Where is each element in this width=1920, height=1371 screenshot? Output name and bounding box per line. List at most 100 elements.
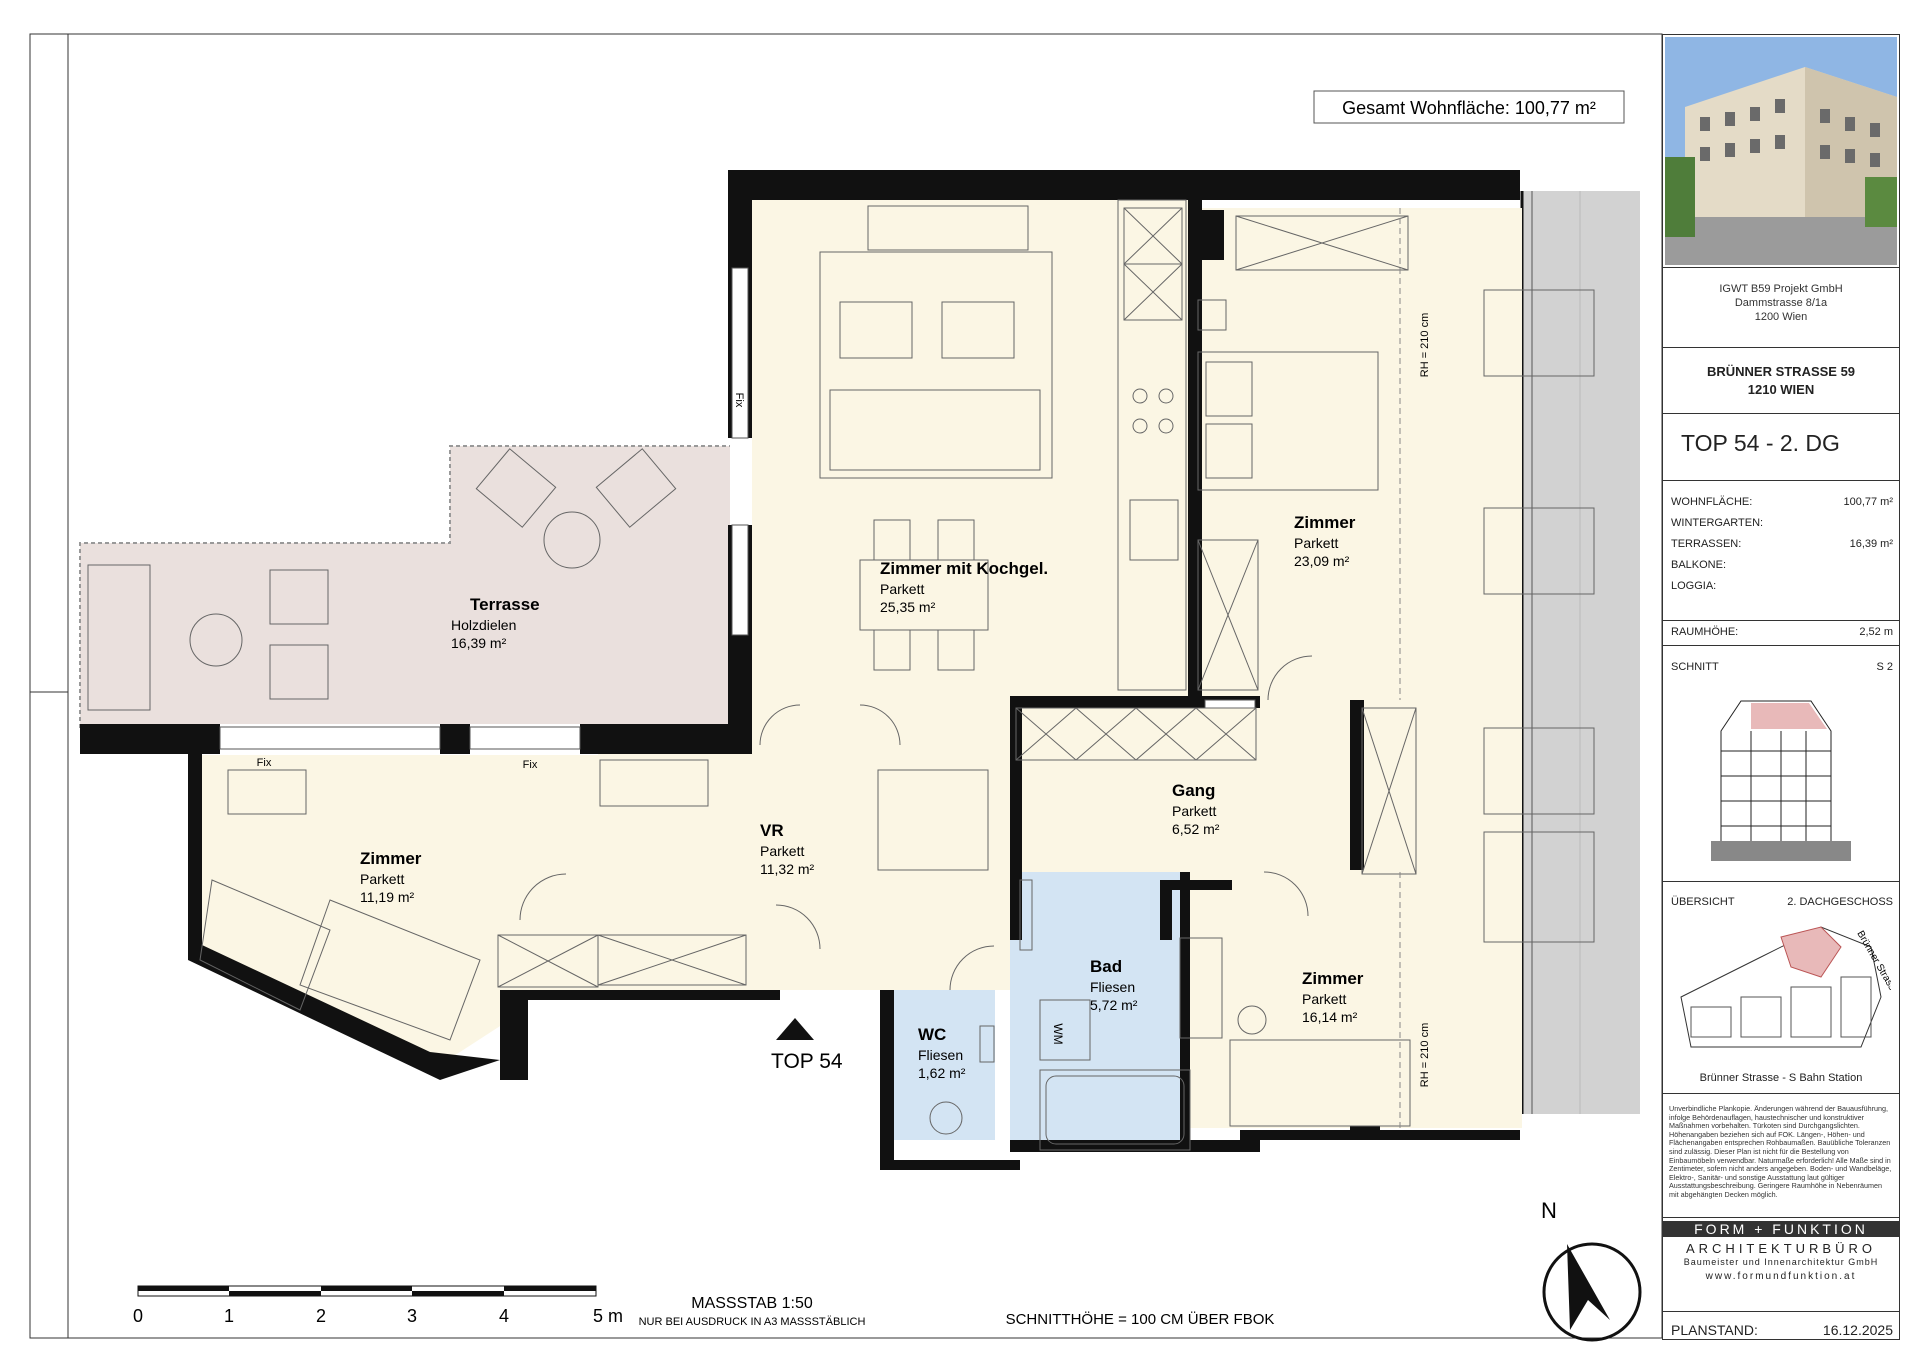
north-arrow-icon [1542, 1242, 1642, 1342]
section-drawing [1711, 700, 1851, 861]
client-info: IGWT B59 Projekt GmbH Dammstrasse 8/1a 1… [1719, 283, 1843, 323]
fix-label-living: Fix [733, 393, 745, 408]
corridor-fill [1010, 700, 1352, 872]
svg-text:11,19 m²: 11,19 m² [360, 889, 415, 905]
svg-text:Parkett: Parkett [360, 871, 404, 887]
windows [219, 267, 1256, 750]
room-label-terrace: Terrasse Holzdielen 16,39 m² [451, 595, 540, 651]
bedroom-small-furniture [1229, 727, 1595, 1127]
room-height-row: RAUMHÖHE:2,52 m [1671, 626, 1893, 638]
scale-bar [137, 1285, 597, 1297]
living-furniture [759, 205, 1053, 746]
svg-text:Gang: Gang [1172, 781, 1215, 800]
svg-text:25,35 m²: 25,35 m² [880, 599, 936, 615]
scale-note: NUR BEI AUSDRUCK IN A3 MASSSTÄBLICH [639, 1316, 866, 1328]
terrace-fill [80, 446, 730, 724]
firm-subtitle: Baumeister und Innenarchitektur GmbH [1683, 1257, 1879, 1267]
overview-map: Brünner Strasse [1680, 926, 1891, 1048]
bath-fill [1010, 872, 1180, 1150]
fix-label-bedroom-2: Fix [523, 759, 538, 771]
room-label-bedroom-left: Zimmer Parkett 11,19 m² [360, 849, 422, 905]
facade-strip [1522, 191, 1640, 1114]
svg-text:WC: WC [918, 1025, 946, 1044]
firm-type: ARCHITEKTURBÜRO [1685, 1241, 1876, 1256]
kitchen-counter [1117, 199, 1187, 691]
bedroom-right-furniture [1197, 215, 1595, 701]
svg-text:Holzdielen: Holzdielen [451, 617, 516, 633]
svg-text:Zimmer mit Kochgel.: Zimmer mit Kochgel. [880, 559, 1048, 578]
room-label-wc: WC Fliesen 1,62 m² [918, 1025, 966, 1081]
svg-text:Zimmer: Zimmer [1294, 513, 1356, 532]
scale-tick-4: 4 [499, 1306, 509, 1326]
fix-label-bedroom: Fix [257, 757, 272, 769]
bedroom-left-furniture [199, 769, 599, 1041]
area-row-balkone: BALKONE: [1671, 559, 1727, 571]
svg-text:Parkett: Parkett [760, 843, 804, 859]
overview-caption: Brünner Strasse - S Bahn Station [1699, 1072, 1863, 1084]
unit-entrance-label: TOP 54 [771, 1050, 843, 1073]
area-row-wohnflaeche: WOHNFLÄCHE:100,77 m² [1671, 496, 1893, 508]
bedroom-left-fill [188, 755, 598, 1065]
svg-text:Parkett: Parkett [1302, 991, 1346, 1007]
disclaimer-text: Unverbindliche Plankopie. Änderungen wäh… [1669, 1104, 1892, 1199]
hall-furniture [597, 759, 995, 991]
svg-text:11,32 m²: 11,32 m² [760, 861, 815, 877]
rh-label-top: RH = 210 cm [1419, 313, 1431, 378]
svg-text:16,14 m²: 16,14 m² [1302, 1009, 1358, 1025]
svg-text:23,09 m²: 23,09 m² [1294, 553, 1350, 569]
svg-text:16,39 m²: 16,39 m² [451, 635, 507, 651]
room-label-hall: VR Parkett 11,32 m² [760, 821, 815, 877]
svg-text:Bad: Bad [1090, 957, 1122, 976]
entrance-arrow-icon [776, 1018, 814, 1040]
rh-label-bottom: RH = 210 cm [1419, 1023, 1431, 1088]
washer-label: WM [1051, 1023, 1065, 1044]
unit-title: TOP 54 - 2. DG [1681, 430, 1840, 456]
scale-tick-5: 5 m [593, 1306, 623, 1326]
cut-height-note: SCHNITTHÖHE = 100 CM ÜBER FBOK [1006, 1310, 1275, 1328]
svg-text:6,52 m²: 6,52 m² [1172, 821, 1220, 837]
room-label-living: Zimmer mit Kochgel. Parkett 25,35 m² [880, 559, 1048, 615]
project-address: BRÜNNER STRASSE 59 1210 WIEN [1706, 364, 1856, 397]
north-needle-icon [1567, 1244, 1610, 1330]
svg-text:Zimmer: Zimmer [360, 849, 422, 868]
scale-tick-1: 1 [224, 1306, 234, 1326]
title-block: IGWT B59 Projekt GmbH Dammstrasse 8/1a 1… [1662, 34, 1900, 1340]
room-label-corridor: Gang Parkett 6,52 m² [1172, 781, 1220, 837]
svg-text:Parkett: Parkett [1294, 535, 1338, 551]
svg-text:Fliesen: Fliesen [918, 1047, 963, 1063]
kitchen-cabinets [1123, 207, 1183, 561]
svg-text:Parkett: Parkett [880, 581, 924, 597]
svg-text:1,62 m²: 1,62 m² [918, 1065, 966, 1081]
area-row-wintergarten: WINTERGARTEN: [1671, 517, 1764, 529]
room-label-bath: Bad Fliesen 5,72 m² [1090, 957, 1138, 1013]
svg-text:Zimmer: Zimmer [1302, 969, 1364, 988]
total-area-text: Gesamt Wohnfläche: 100,77 m² [1342, 98, 1596, 118]
scale-tick-3: 3 [407, 1306, 417, 1326]
svg-text:VR: VR [760, 821, 784, 840]
area-row-loggia: LOGGIA: [1671, 580, 1717, 592]
svg-text:Parkett: Parkett [1172, 803, 1216, 819]
svg-text:Fliesen: Fliesen [1090, 979, 1135, 995]
scale-title: MASSSTAB 1:50 [691, 1295, 813, 1312]
wc-fill [890, 990, 995, 1140]
plan-date-row: PLANSTAND:16.12.2025 [1671, 1322, 1893, 1338]
room-label-bedroom-large: Zimmer Parkett 23,09 m² [1294, 513, 1356, 569]
north-label: N [1541, 1198, 1557, 1223]
firm-name: FORM + FUNKTION [1663, 1221, 1899, 1237]
firm-website: www.formundfunktion.at [1705, 1271, 1857, 1282]
living-kitchen-fill [752, 200, 1188, 745]
svg-text:5,72 m²: 5,72 m² [1090, 997, 1138, 1013]
hall-fill [598, 745, 1010, 990]
building-photo [1665, 37, 1897, 265]
scale-tick-0: 0 [133, 1306, 143, 1326]
total-area-box [1313, 90, 1625, 124]
sanitary [929, 879, 1223, 1151]
room-label-bedroom-small: Zimmer Parkett 16,14 m² [1302, 969, 1364, 1025]
terrace-furniture [87, 448, 677, 711]
scale-tick-2: 2 [316, 1306, 326, 1326]
area-row-terrassen: TERRASSEN:16,39 m² [1671, 538, 1893, 550]
terrace-railing [79, 445, 730, 728]
